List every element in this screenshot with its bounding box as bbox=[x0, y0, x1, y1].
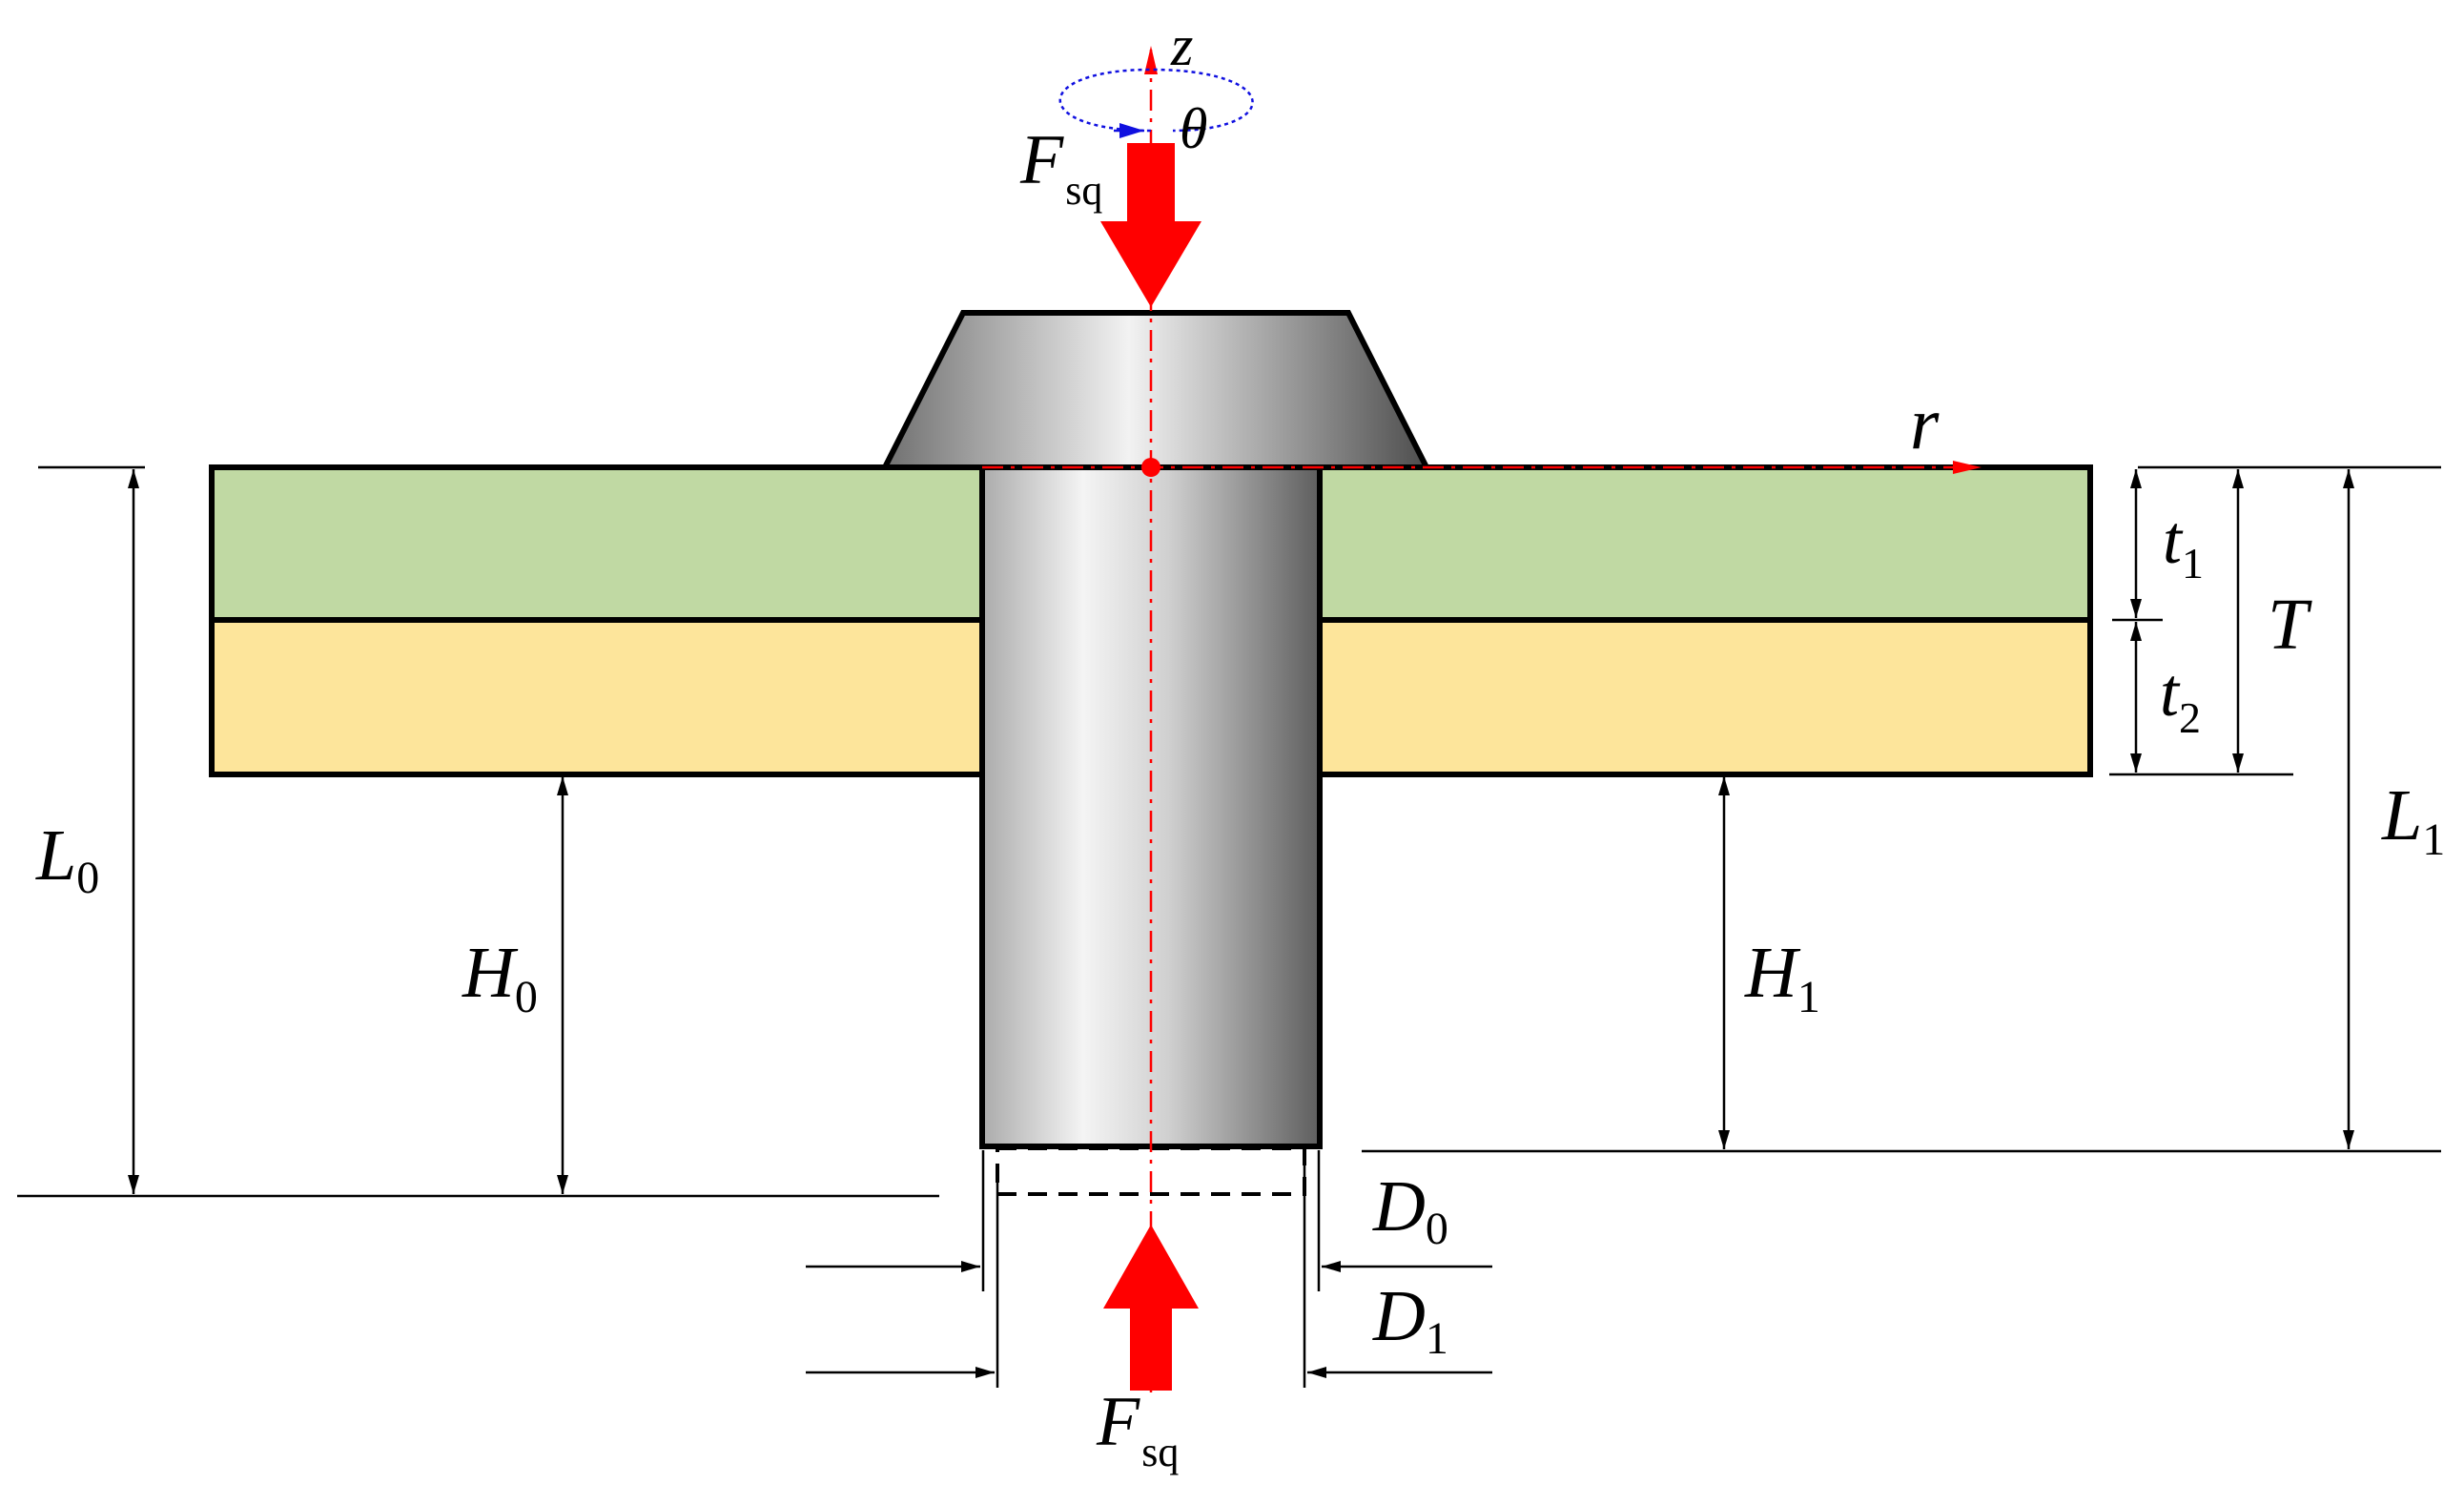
bottom-sheet-right bbox=[1315, 617, 2093, 777]
t2-label: t2 bbox=[2160, 654, 2201, 742]
H0-label: H0 bbox=[462, 933, 538, 1022]
r-axis-label: r bbox=[1910, 381, 1940, 464]
force-bottom-label: Fsq bbox=[1096, 1383, 1179, 1475]
theta-label: θ bbox=[1180, 97, 1207, 160]
reference-lines bbox=[17, 465, 2441, 1388]
D0-label: D0 bbox=[1372, 1166, 1448, 1254]
rivet-head bbox=[880, 310, 1431, 470]
origin-point bbox=[1141, 458, 1160, 477]
rivet-shank bbox=[979, 464, 1323, 1149]
top-sheet-left bbox=[209, 464, 987, 623]
force-top-label: Fsq bbox=[1019, 121, 1102, 214]
theta-rotation-arrow bbox=[1058, 68, 1254, 133]
L1-label: L1 bbox=[2381, 775, 2445, 865]
bottom-sheet-left bbox=[209, 617, 987, 777]
t1-label: t1 bbox=[2163, 502, 2204, 588]
H1-label: H1 bbox=[1744, 933, 1820, 1022]
D1-label: D1 bbox=[1372, 1276, 1448, 1364]
T-label: T bbox=[2268, 585, 2312, 665]
top-sheet-right bbox=[1315, 464, 2093, 623]
L0-label: L0 bbox=[35, 815, 99, 903]
sheet-stack bbox=[209, 464, 2093, 777]
z-axis-label: z bbox=[1170, 14, 1193, 77]
dimension-arrows bbox=[128, 469, 2354, 1378]
